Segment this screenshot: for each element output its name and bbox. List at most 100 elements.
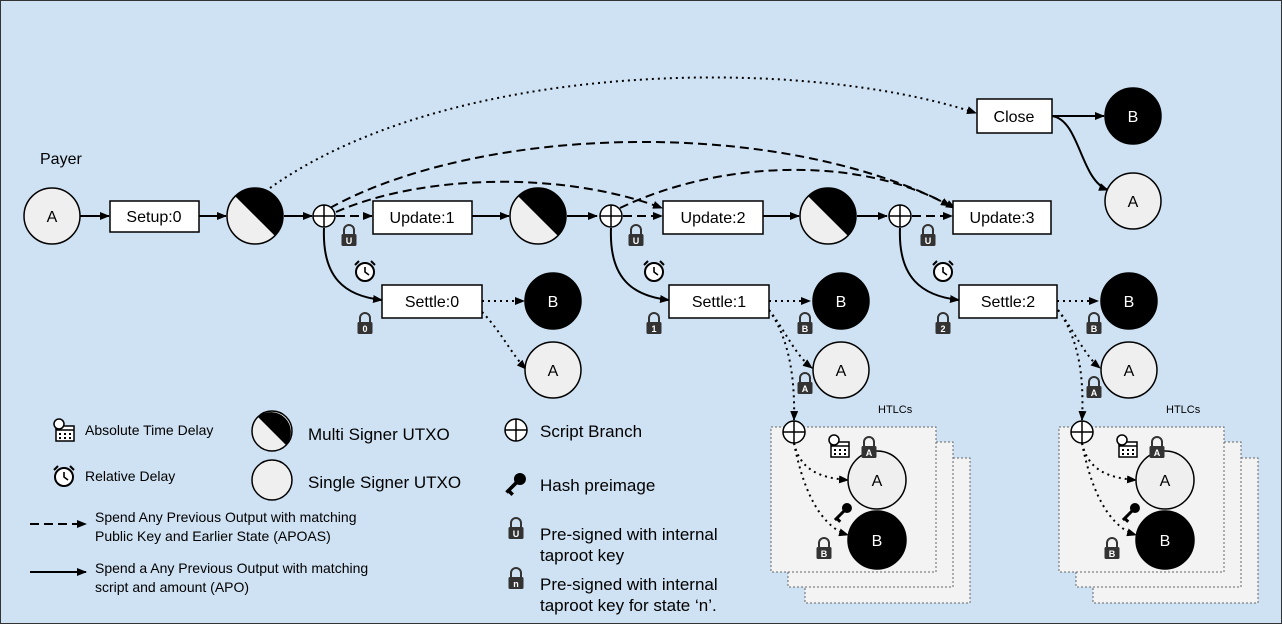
edge-branch3-settle2 [898, 227, 960, 304]
alarm-clock-icon [643, 260, 665, 282]
svg-text:A: A [1124, 363, 1135, 380]
svg-text:B: B [836, 294, 847, 311]
lock-icon: A [1149, 436, 1165, 458]
svg-text:A: A [548, 363, 559, 380]
svg-text:Setup:0: Setup:0 [126, 209, 181, 226]
box-settle-2: Settle:2 [958, 284, 1058, 319]
legend-absolute-time-delay: Absolute Time Delay [85, 422, 213, 438]
box-settle-1: Settle:1 [668, 284, 770, 319]
htlc-script-branch [782, 420, 806, 444]
svg-text:A: A [872, 473, 883, 490]
box-update-2: Update:2 [662, 200, 764, 235]
script-branch-3 [888, 204, 912, 228]
svg-text:A: A [47, 209, 58, 226]
svg-text:A: A [836, 363, 847, 380]
node-close-b: B [1104, 87, 1162, 145]
svg-text:A: A [1128, 194, 1139, 211]
lock-icon: U [628, 224, 644, 246]
htlc-stack-2: HTLCs A B A [1058, 404, 1259, 604]
htlc-script-branch [1070, 420, 1094, 444]
script-branch-legend-icon [504, 418, 528, 442]
alarm-clock-icon [53, 465, 75, 487]
svg-text:A: A [1091, 388, 1098, 398]
calendar-clock-icon [53, 418, 75, 442]
lock-icon: 1 [646, 312, 662, 334]
lock-icon: B [797, 312, 813, 334]
svg-text:U: U [633, 236, 640, 246]
edge-branch2-settle1 [609, 227, 670, 304]
lock-icon: B [816, 537, 832, 559]
svg-text:U: U [346, 236, 353, 246]
lock-icon: A [1086, 376, 1102, 398]
node-settle1-a: A [812, 341, 870, 399]
legend-relative-delay: Relative Delay [85, 468, 175, 484]
legend: Absolute Time Delay Relative Delay Multi… [30, 410, 718, 615]
svg-text:B: B [872, 533, 883, 550]
node-settle2-b: B [1100, 272, 1158, 330]
svg-text:B: B [1109, 549, 1116, 559]
lock-icon: B [1104, 537, 1120, 559]
svg-text:A: A [802, 384, 809, 394]
legend-apoas-line1: Spend Any Previous Output with matching [95, 509, 356, 525]
svg-text:n: n [513, 579, 519, 589]
box-settle-0: Settle:0 [381, 284, 483, 319]
edge-branch1-update3-arc [329, 141, 956, 209]
svg-text:B: B [802, 324, 809, 334]
lock-icon: 2 [935, 312, 951, 334]
legend-single-signer: Single Signer UTXO [308, 473, 461, 492]
alarm-clock-icon [932, 260, 954, 282]
svg-text:2: 2 [940, 324, 945, 334]
svg-text:Update:3: Update:3 [970, 210, 1035, 227]
svg-text:B: B [548, 294, 559, 311]
box-update-1: Update:1 [372, 200, 473, 235]
svg-text:Settle:1: Settle:1 [692, 294, 746, 311]
edge-branch2-update3 [619, 168, 951, 209]
svg-text:Settle:0: Settle:0 [405, 294, 459, 311]
svg-text:B: B [1124, 294, 1135, 311]
legend-presigned-n-line1: Pre-signed with internal [540, 575, 718, 594]
svg-text:1: 1 [651, 324, 656, 334]
lock-icon: 0 [357, 312, 373, 334]
payer-label: Payer [40, 151, 82, 168]
key-icon [505, 473, 526, 497]
multisig-utxo-0 [226, 187, 284, 245]
svg-text:A: A [1154, 448, 1161, 458]
htlc-label-2: HTLCs [1166, 404, 1201, 416]
key-icon [1121, 503, 1140, 523]
node-htlc1-b: B [847, 510, 907, 570]
node-settle0-a: A [524, 341, 582, 399]
key-icon [833, 503, 852, 523]
legend-presigned-u-line1: Pre-signed with internal [540, 525, 718, 544]
multisig-utxo-legend-icon [251, 410, 293, 452]
multisig-utxo-2 [799, 187, 857, 245]
single-signer-legend-icon [251, 459, 293, 501]
alarm-clock-icon [354, 260, 376, 282]
lock-icon: U [508, 517, 524, 539]
svg-text:A: A [866, 448, 873, 458]
node-settle2-a: A [1100, 341, 1158, 399]
lock-icon: A [797, 372, 813, 394]
node-settle1-b: B [812, 272, 870, 330]
svg-text:0: 0 [362, 324, 367, 334]
edge-branch1-update2 [335, 180, 663, 213]
box-setup: Setup:0 [109, 200, 200, 233]
lock-icon: B [1086, 312, 1102, 334]
node-payer-a: A [23, 187, 81, 245]
lock-icon: A [861, 436, 877, 458]
svg-text:B: B [1128, 109, 1139, 126]
htlc-stack-1: HTLCs A B A [770, 404, 971, 604]
svg-text:U: U [513, 529, 520, 539]
box-close: Close [976, 98, 1053, 134]
svg-text:B: B [1160, 533, 1171, 550]
lock-icon: U [920, 224, 936, 246]
svg-text:B: B [1091, 324, 1098, 334]
htlc-label-1: HTLCs [878, 404, 913, 416]
svg-text:A: A [1160, 473, 1171, 490]
node-htlc2-a: A [1135, 450, 1195, 510]
script-branch-1 [312, 204, 336, 228]
multisig-utxo-1 [509, 187, 567, 245]
legend-hash-preimage: Hash preimage [540, 476, 655, 495]
edge-settle1-htlc [768, 309, 799, 421]
lock-icon: U [341, 224, 357, 246]
